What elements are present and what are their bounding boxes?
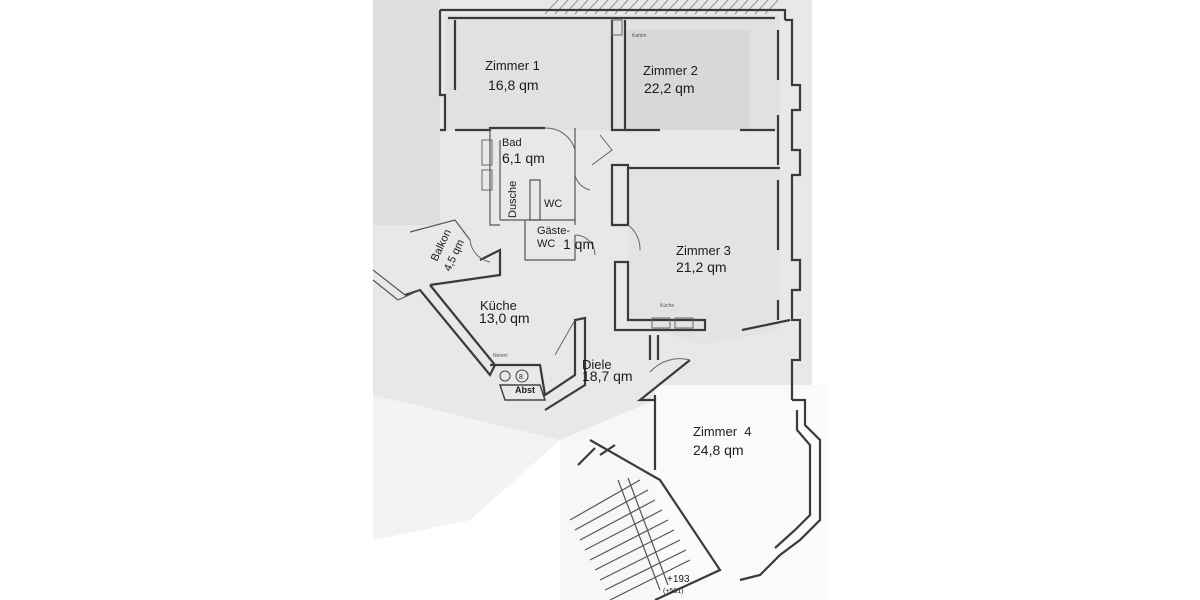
zimmer1-area: 16,8 qm xyxy=(488,77,539,93)
gaeste-wc-name-line1: Gäste- xyxy=(537,225,570,237)
walls xyxy=(372,8,822,600)
gaeste-wc-name-line2: WC xyxy=(537,238,555,250)
bad-area: 6,1 qm xyxy=(502,150,545,166)
dusche-label: Dusche xyxy=(507,181,519,218)
kueche-small-note: Nemm xyxy=(493,353,508,359)
zimmer3-small-note: Küche xyxy=(660,303,674,309)
level-main-label: +193 xyxy=(667,574,690,585)
abst-circle-label: 8 xyxy=(519,374,523,381)
zimmer4-area: 24,8 qm xyxy=(693,442,744,458)
bad-name: Bad xyxy=(502,137,522,149)
abst-label: Abst xyxy=(515,385,535,395)
zimmer3-area: 21,2 qm xyxy=(676,259,727,275)
zimmer2-name: Zimmer 2 xyxy=(643,63,698,78)
chimney-circle-b xyxy=(515,369,529,383)
exterior-hatching xyxy=(544,0,779,15)
zimmer2-area: 22,2 qm xyxy=(644,80,695,96)
wc-label: WC xyxy=(544,198,562,210)
gaeste-wc-area: 1 qm xyxy=(563,236,594,252)
zimmer1-name: Zimmer 1 xyxy=(485,58,540,73)
kueche-name: Küche xyxy=(480,298,517,313)
zimmer3-name: Zimmer 3 xyxy=(676,243,731,258)
level-sub-label: (+561) xyxy=(663,588,683,595)
zimmer2-small-note: Kamm xyxy=(632,33,646,39)
door-swings xyxy=(469,127,691,373)
zimmer4-name: Zimmer 4 xyxy=(693,424,752,439)
fixtures xyxy=(481,19,694,401)
diele-area: 18,7 qm xyxy=(582,368,633,384)
kueche-area: 13,0 qm xyxy=(479,310,530,326)
chimney-circle-a xyxy=(499,370,511,382)
diele-name: Diele xyxy=(582,357,612,372)
